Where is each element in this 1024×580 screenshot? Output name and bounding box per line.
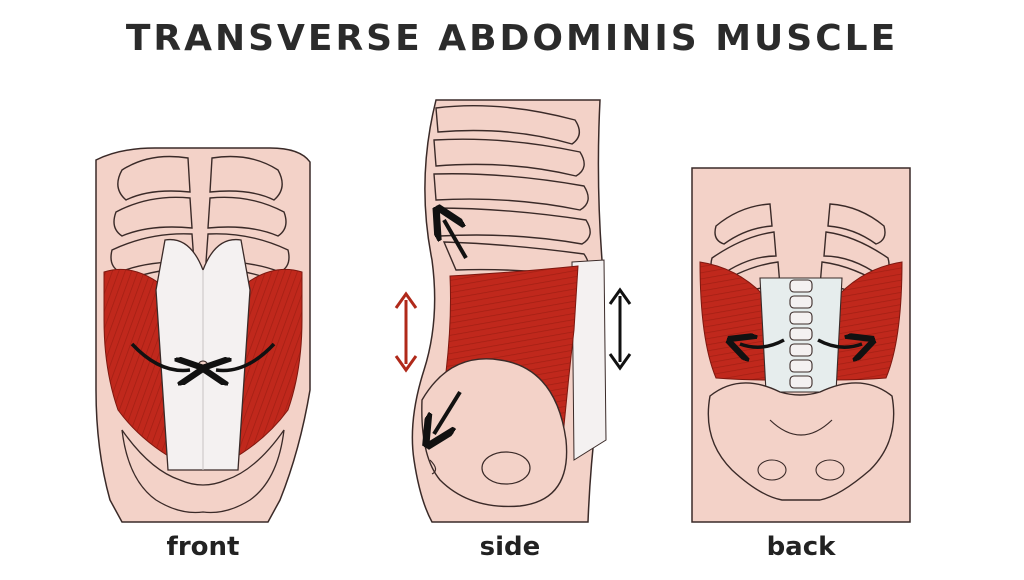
arrow-vertical-double-icon [394, 291, 418, 373]
side-hip-socket [481, 451, 531, 485]
side-view [394, 99, 632, 523]
back-view [691, 167, 911, 523]
arrow-up-left-icon [444, 220, 468, 260]
label-back: back [766, 532, 836, 562]
arrow-outward-icon [817, 340, 862, 347]
back-spine [789, 279, 813, 389]
side-fascia [571, 259, 607, 461]
back-pelvis [707, 382, 895, 501]
arrow-vertical-double-icon [608, 287, 632, 371]
side-ribs [433, 105, 591, 277]
label-side: side [479, 532, 541, 562]
label-front: front [166, 532, 240, 562]
diagram-title: TRANSVERSE ABDOMINIS MUSCLE [125, 18, 899, 59]
arrow-down-left-icon [434, 390, 462, 434]
arrow-inward-icon [130, 342, 190, 370]
arrow-outward-icon [740, 340, 785, 347]
front-pelvis [121, 429, 285, 514]
arrow-inward-icon [216, 342, 276, 370]
navel [197, 360, 209, 372]
front-view [95, 147, 311, 523]
